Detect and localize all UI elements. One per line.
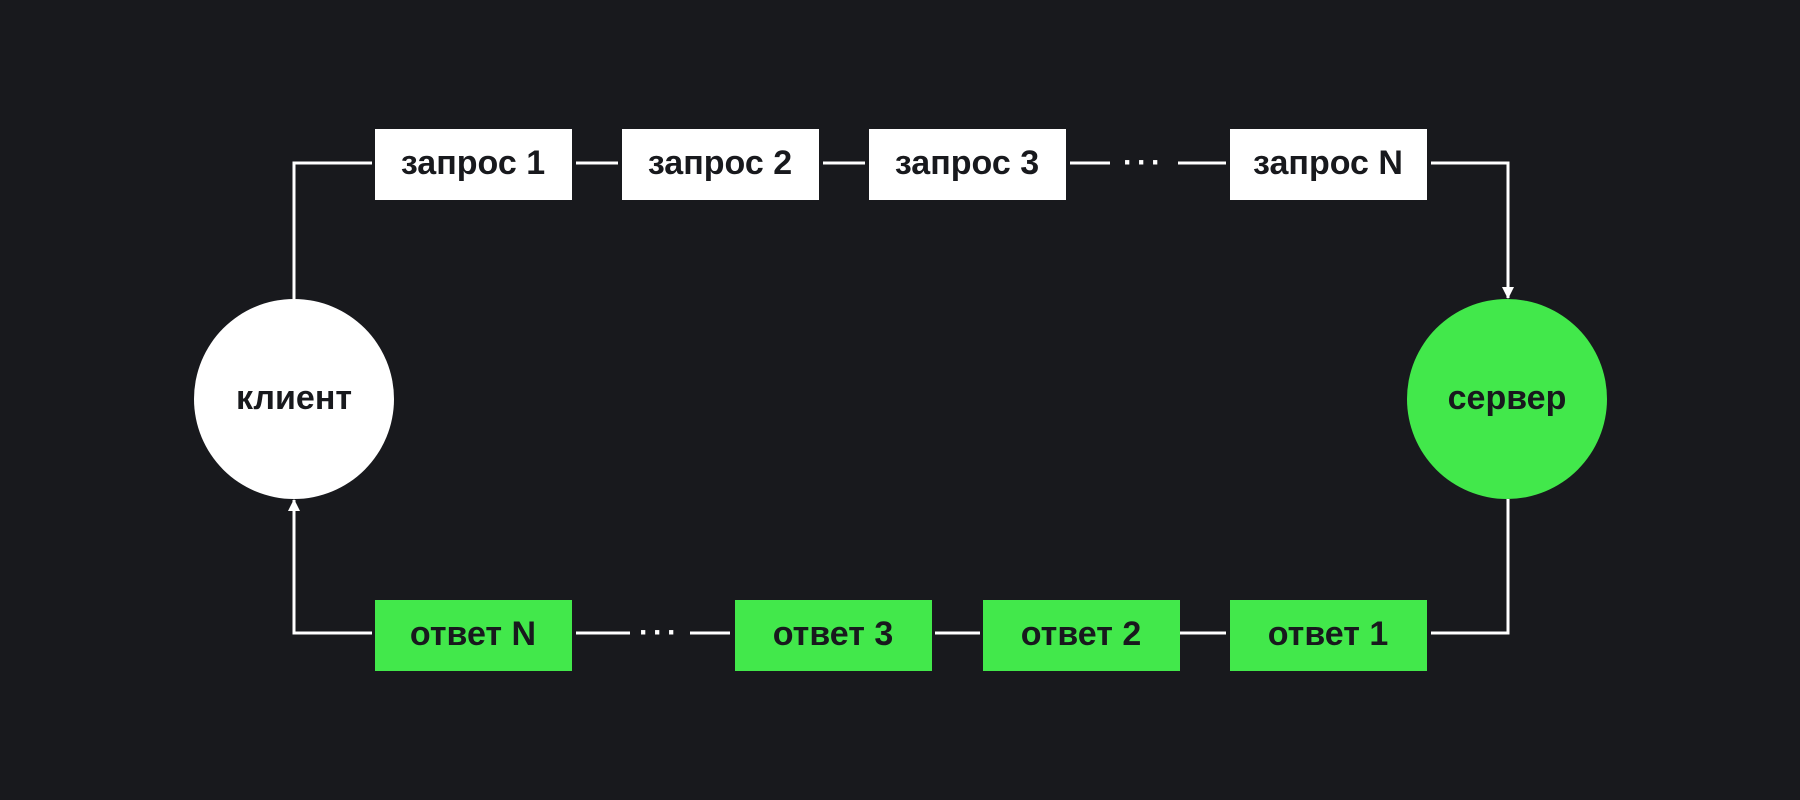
response-box-3: ответ 3: [735, 600, 932, 671]
response-box-1: ответ 1: [1230, 600, 1427, 671]
request-box-n-rect: [1230, 129, 1427, 200]
response-box-2-rect: [983, 600, 1180, 671]
response-n-to-client-arrow: [288, 499, 372, 635]
response-box-1-label: ответ 1: [1268, 615, 1389, 653]
response-box-1-rect: [1230, 600, 1427, 671]
request-box-3-label: запрос 3: [895, 144, 1039, 182]
server-node: сервер: [1407, 299, 1607, 499]
response-connectors: [288, 499, 1510, 635]
response-box-2-label: ответ 2: [1021, 615, 1142, 653]
response-box-3-rect: [735, 600, 932, 671]
client-circle: [194, 299, 394, 499]
request-box-2-rect: [622, 129, 819, 200]
request-box-n: запрос N: [1230, 129, 1427, 200]
server-to-response-1-line: [1431, 499, 1510, 635]
request-box-2: запрос 2: [622, 129, 819, 200]
response-box-3-label: ответ 3: [773, 615, 894, 653]
request-connectors: [292, 161, 1514, 299]
request-box-n-label: запрос N: [1253, 144, 1403, 182]
client-label: клиент: [236, 379, 352, 417]
request-n-to-server-arrow: [1431, 161, 1514, 299]
response-box-n-label: ответ N: [410, 615, 536, 653]
response-ellipsis: ···: [639, 616, 681, 649]
response-boxes: ответ N ответ 3 ответ 2 ответ 1: [375, 600, 1427, 671]
request-box-3-rect: [869, 129, 1066, 200]
client-to-request-1-line: [292, 161, 372, 299]
response-box-2: ответ 2: [983, 600, 1180, 671]
request-box-3: запрос 3: [869, 129, 1066, 200]
client-node: клиент: [194, 299, 394, 499]
request-boxes: запрос 1 запрос 2 запрос 3 запрос N: [375, 129, 1427, 200]
response-box-n-rect: [375, 600, 572, 671]
request-box-2-label: запрос 2: [648, 144, 792, 182]
server-label: сервер: [1448, 379, 1567, 417]
request-box-1-label: запрос 1: [401, 144, 545, 182]
server-circle: [1407, 299, 1607, 499]
request-ellipsis: ···: [1123, 146, 1165, 179]
request-box-1: запрос 1: [375, 129, 572, 200]
request-box-1-rect: [375, 129, 572, 200]
response-box-n: ответ N: [375, 600, 572, 671]
